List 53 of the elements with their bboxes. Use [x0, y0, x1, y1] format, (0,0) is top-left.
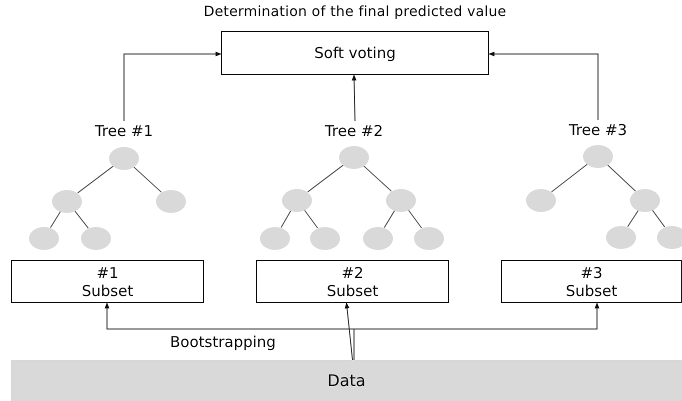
tree-label: Tree #3 — [568, 121, 628, 139]
connector-line — [384, 210, 396, 228]
tree-node-circle — [657, 226, 682, 248]
tree-node-circle — [260, 226, 290, 250]
tree-node-circle — [29, 226, 59, 250]
diagram-title: Determination of the final predicted value — [202, 4, 508, 20]
node-text: #2 — [341, 264, 364, 282]
tree-node-circle — [414, 226, 444, 250]
connector-line — [307, 164, 344, 192]
connector-line — [133, 166, 162, 193]
arrow — [344, 302, 353, 360]
tree-label: Tree #1 — [94, 122, 154, 140]
node-text: Subset — [326, 282, 378, 300]
node-text: Subset — [566, 282, 618, 300]
connector-line — [280, 210, 292, 228]
arrow — [488, 52, 598, 120]
connector-line — [652, 210, 666, 228]
tree-node-circle — [583, 144, 613, 168]
tree-node-circle — [282, 188, 312, 212]
tree-node-circle — [630, 188, 660, 212]
connector-line — [627, 210, 639, 228]
tree-node-circle — [156, 190, 186, 212]
tree-node-circle — [109, 146, 139, 170]
connector-line — [551, 164, 588, 192]
subset-box — [501, 260, 682, 303]
tree-node-circle — [81, 226, 111, 250]
connector-line — [363, 165, 392, 192]
connector-line — [74, 210, 89, 229]
tree-node-circle — [526, 188, 556, 212]
tree-node-circle — [606, 226, 636, 248]
arrow — [352, 74, 357, 122]
connector-line — [607, 164, 636, 192]
connector-line — [304, 210, 318, 228]
node-text: #3 — [580, 264, 603, 282]
connector-line — [77, 166, 114, 194]
data-band — [11, 360, 682, 401]
arrow — [124, 52, 222, 122]
process-label: Bootstrapping — [170, 333, 276, 351]
tree-node-circle — [386, 188, 416, 212]
node-text: Data — [327, 370, 366, 390]
tree-node-circle — [339, 146, 369, 168]
tree-node-circle — [310, 226, 340, 250]
node-text: #1 — [96, 264, 119, 282]
connector-line — [408, 210, 422, 228]
node-text: Subset — [82, 282, 134, 300]
connector-line — [50, 210, 62, 228]
subset-box — [256, 260, 449, 303]
tree-label: Tree #2 — [324, 122, 384, 140]
subset-box — [11, 260, 204, 303]
node-text: Soft voting — [314, 44, 396, 62]
tree-node-circle — [363, 226, 393, 250]
tree-node-circle — [52, 190, 82, 212]
process-box — [221, 31, 489, 75]
